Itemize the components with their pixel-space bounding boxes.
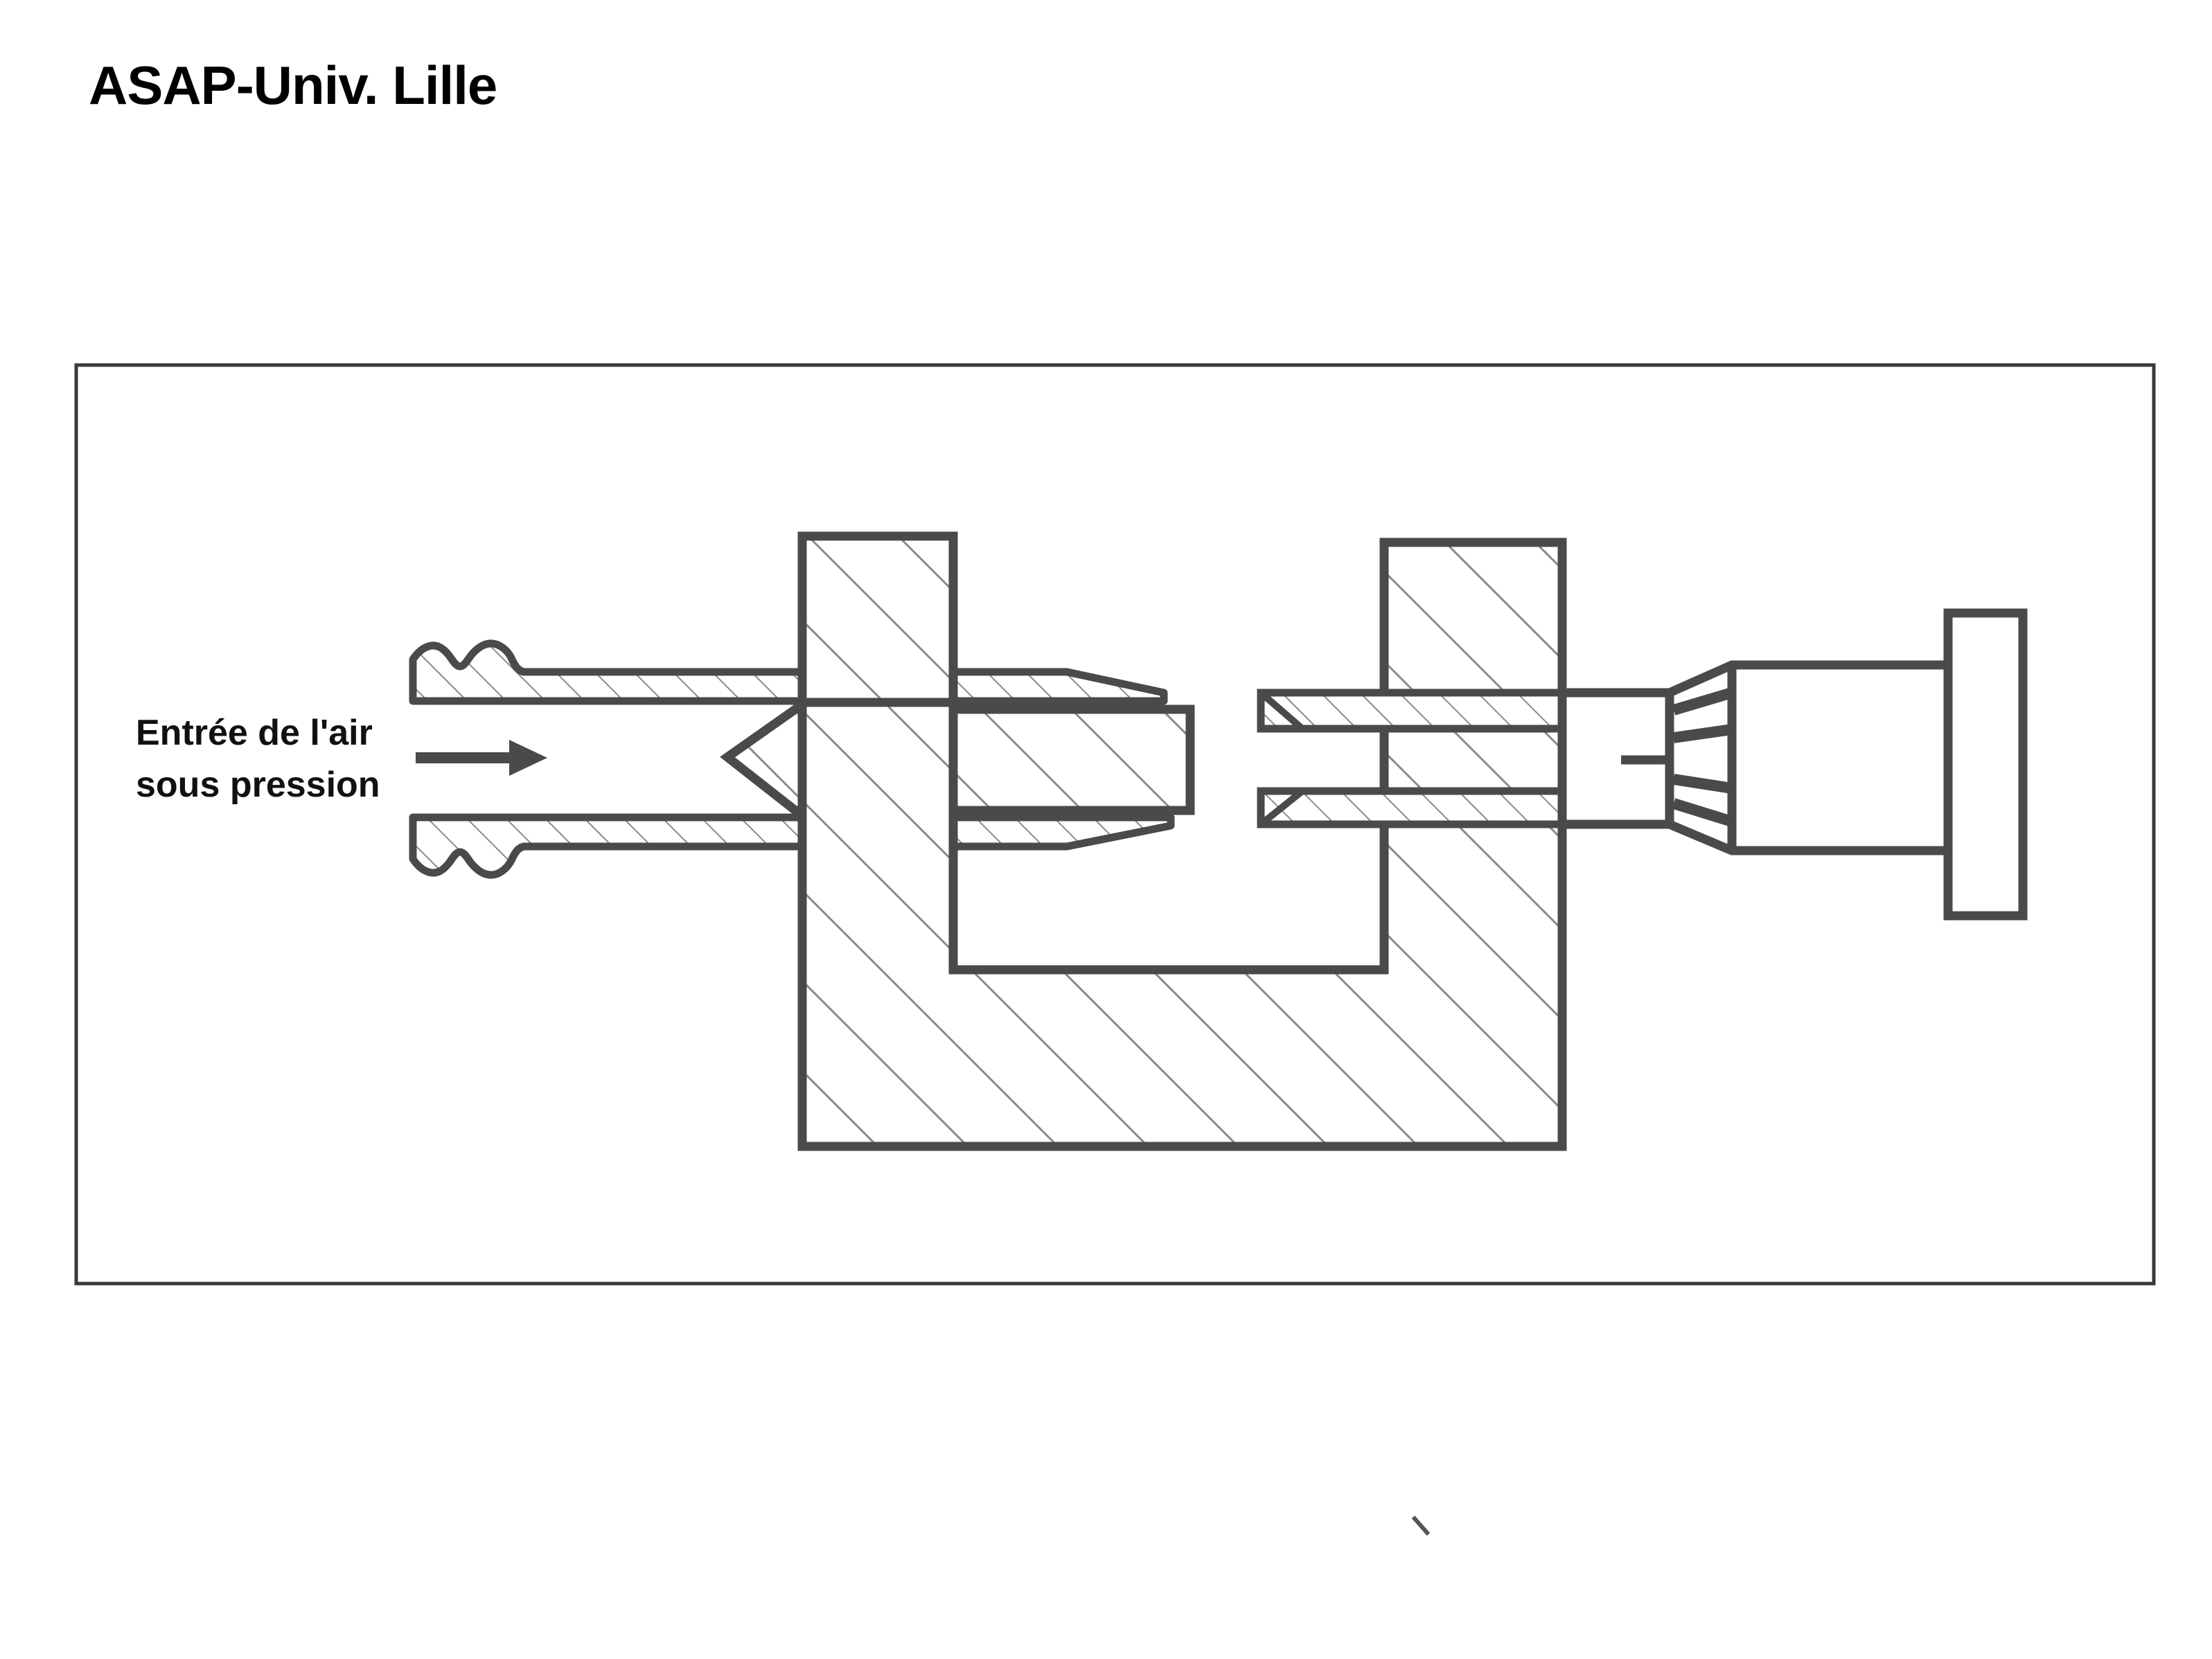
- lower-right-tube: [1257, 787, 1566, 828]
- spray-ray-2: [1672, 724, 1733, 743]
- upper-inlet-tube: [409, 639, 1168, 705]
- lower-inlet-tube: [409, 813, 1175, 879]
- central-needle: [720, 704, 1195, 815]
- air-inlet-label-line1: Entrée de l'air: [136, 713, 373, 753]
- page-title: ASAP-Univ. Lille: [89, 55, 497, 116]
- end-plate: [1943, 608, 2028, 921]
- figure-frame: [74, 363, 2156, 1286]
- spray-ray-3: [1672, 774, 1733, 794]
- spray-cone: [1665, 660, 1953, 855]
- spray-ray-1: [1672, 687, 1734, 716]
- lower-right-tube-chamfer: [1258, 788, 1305, 827]
- upper-left-block: [797, 531, 958, 707]
- spray-rays-group: [1672, 687, 1734, 827]
- air-inlet-label-line2: sous pression: [136, 765, 380, 805]
- air-inlet-arrow-icon: [416, 740, 547, 776]
- upper-right-tube-chamfer: [1258, 690, 1305, 731]
- spray-ray-4: [1672, 798, 1734, 827]
- u-body-left-leg: [802, 702, 953, 970]
- upper-right-tube: [1257, 689, 1566, 733]
- stray-pen-mark: [1411, 1516, 1431, 1536]
- u-body-right-leg: [1384, 542, 1562, 970]
- u-body-base: [802, 970, 1562, 1146]
